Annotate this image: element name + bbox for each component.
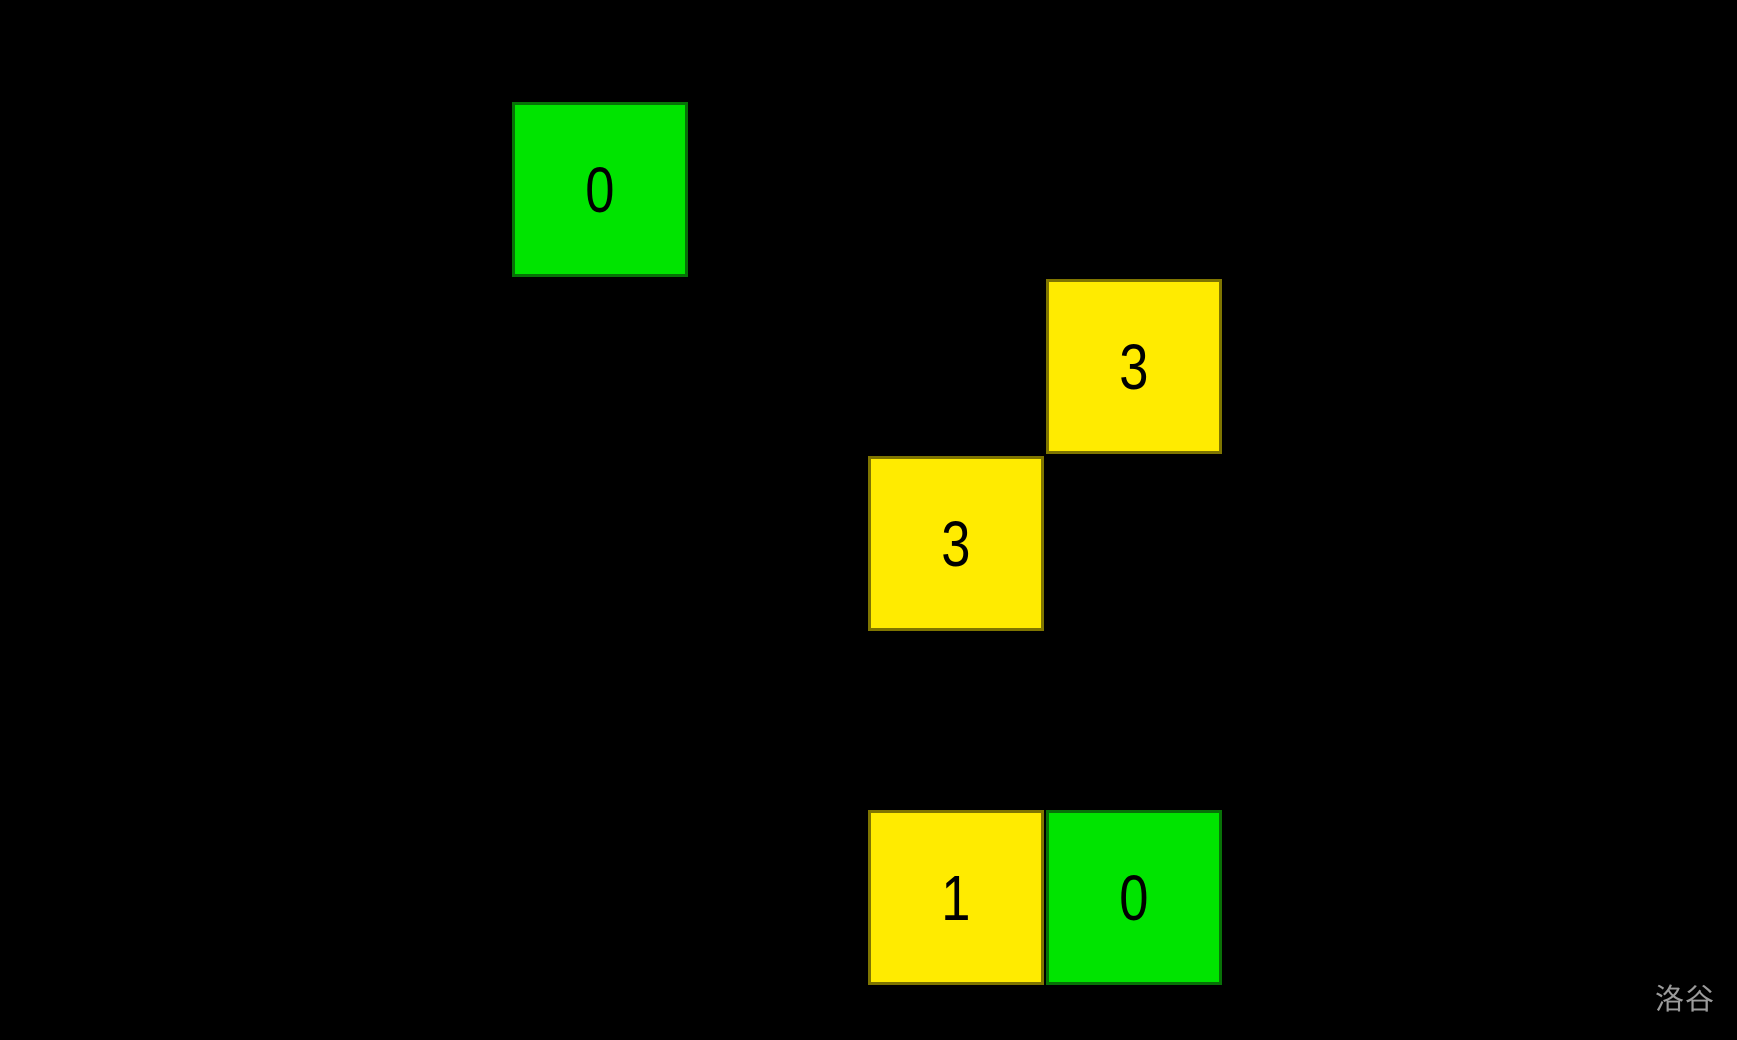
board-cell-r1c3[interactable]: 3	[1046, 279, 1222, 454]
luogu-watermark: 洛谷	[1654, 984, 1715, 1016]
board-cell-r2c2[interactable]: 3	[868, 456, 1044, 631]
board-cell-r0c0[interactable]: 0	[512, 102, 688, 277]
cell-value: 1	[941, 861, 971, 934]
board-cell-r4c2[interactable]: 1	[868, 810, 1044, 985]
cell-value: 3	[1119, 330, 1149, 403]
cell-value: 0	[585, 153, 615, 226]
board-cell-r4c3[interactable]: 0	[1046, 810, 1222, 985]
cell-value: 0	[1119, 861, 1149, 934]
cell-value: 3	[941, 507, 971, 580]
